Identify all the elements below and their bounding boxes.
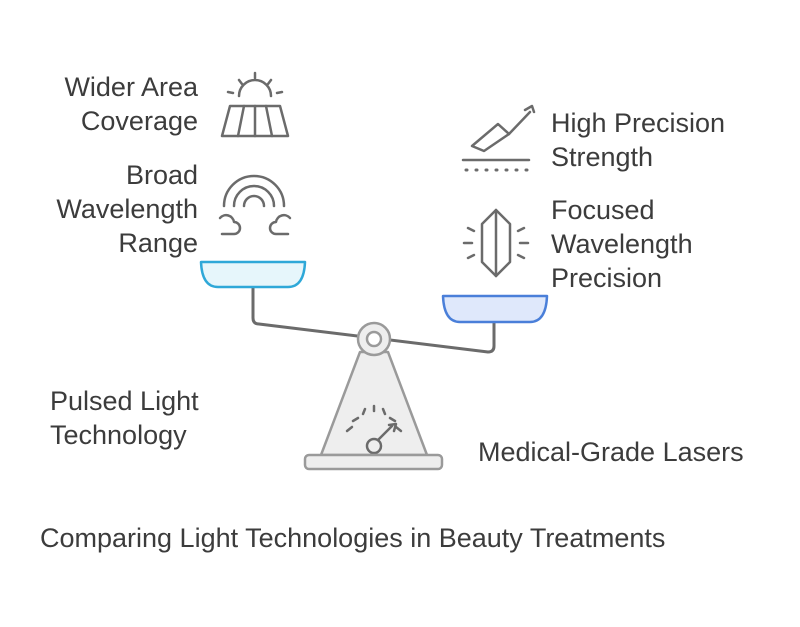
left-item-label-broad-wavelength: Broad Wavelength Range [56,160,198,258]
right-pan [441,294,549,324]
sunrise-field-icon [220,71,290,138]
right-side-name: Medical-Grade Lasers [478,437,744,467]
left-pan [199,260,307,289]
crystal-icon [462,208,530,278]
left-side-name: Pulsed Light Technology [50,386,199,450]
pivot-inner [365,330,383,348]
scale-base [303,453,444,471]
right-item-label-high-precision: High Precision Strength [551,108,726,172]
right-item-label-focused-wavelength: Focused Wavelength Precision [551,195,693,293]
rainbow-clouds-icon [218,174,292,236]
scalpel-icon [461,104,536,172]
diagram-caption: Comparing Light Technologies in Beauty T… [40,523,666,553]
left-item-label-wider-area: Wider Area Coverage [64,72,198,136]
gauge-icon [345,404,403,455]
